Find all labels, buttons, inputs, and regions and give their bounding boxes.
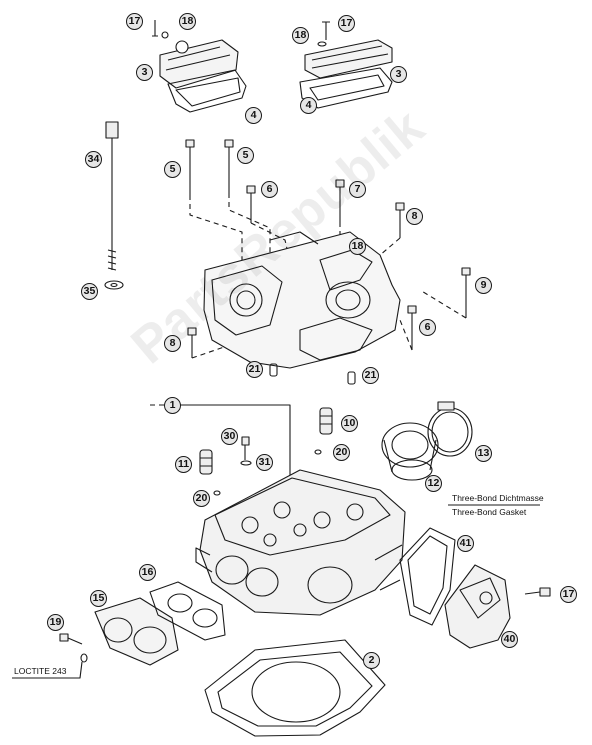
hydraulic-tensioner-parts bbox=[199, 407, 333, 496]
callout: 8 bbox=[406, 208, 423, 225]
callout: 17 bbox=[338, 15, 355, 32]
side-gasket bbox=[399, 527, 456, 626]
callout: 1 bbox=[164, 397, 181, 414]
callout: 41 bbox=[457, 535, 474, 552]
callout: 40 bbox=[501, 631, 518, 648]
loctite-label: LOCTITE 243 bbox=[14, 666, 67, 676]
three-bond-dichtmasse-label: Three-Bond Dichtmasse bbox=[452, 493, 544, 503]
callout: 21 bbox=[246, 361, 263, 378]
three-bond-gasket-label: Three-Bond Gasket bbox=[452, 507, 527, 517]
callout: 3 bbox=[136, 64, 153, 81]
callout: 17 bbox=[126, 13, 143, 30]
callout: 2 bbox=[363, 652, 380, 669]
callout: 34 bbox=[85, 151, 102, 168]
callout: 15 bbox=[90, 590, 107, 607]
dowel-pins bbox=[269, 363, 356, 385]
flange-bolt bbox=[59, 633, 88, 663]
callout: 18 bbox=[349, 238, 366, 255]
callout: 18 bbox=[292, 27, 309, 44]
callout: 10 bbox=[341, 415, 358, 432]
camshaft-bearing-cover bbox=[203, 231, 401, 369]
cover-bolts bbox=[185, 139, 471, 358]
callout: 11 bbox=[175, 456, 192, 473]
callout: 9 bbox=[475, 277, 492, 294]
flange-gasket bbox=[149, 581, 226, 641]
callout: 7 bbox=[349, 181, 366, 198]
callout: 35 bbox=[81, 283, 98, 300]
callout: 13 bbox=[475, 445, 492, 462]
callout: 21 bbox=[362, 367, 379, 384]
valve-cover-left bbox=[152, 20, 247, 113]
callout: 20 bbox=[193, 490, 210, 507]
side-cover bbox=[444, 564, 551, 649]
callout: 5 bbox=[237, 147, 254, 164]
callout: 8 bbox=[164, 335, 181, 352]
callout: 20 bbox=[333, 444, 350, 461]
callout: 6 bbox=[261, 181, 278, 198]
loctite-leader bbox=[12, 661, 83, 679]
leader-1 bbox=[181, 404, 291, 490]
cylinder-head bbox=[195, 469, 406, 616]
valve-cover-right bbox=[299, 21, 393, 109]
hose-clamp bbox=[427, 401, 473, 457]
callout: 3 bbox=[390, 66, 407, 83]
callout: 4 bbox=[245, 107, 262, 124]
intake-flange bbox=[94, 597, 179, 666]
callout: 6 bbox=[419, 319, 436, 336]
callout: 31 bbox=[256, 454, 273, 471]
long-stud bbox=[104, 121, 124, 290]
callout: 30 bbox=[221, 428, 238, 445]
intake-rubber-boot bbox=[381, 422, 439, 481]
callout: 18 bbox=[179, 13, 196, 30]
callout: 12 bbox=[425, 475, 442, 492]
head-gasket bbox=[204, 639, 386, 737]
callout: 5 bbox=[164, 161, 181, 178]
callout: 17 bbox=[560, 586, 577, 603]
callout: 4 bbox=[300, 97, 317, 114]
callout: 16 bbox=[139, 564, 156, 581]
callout: 19 bbox=[47, 614, 64, 631]
